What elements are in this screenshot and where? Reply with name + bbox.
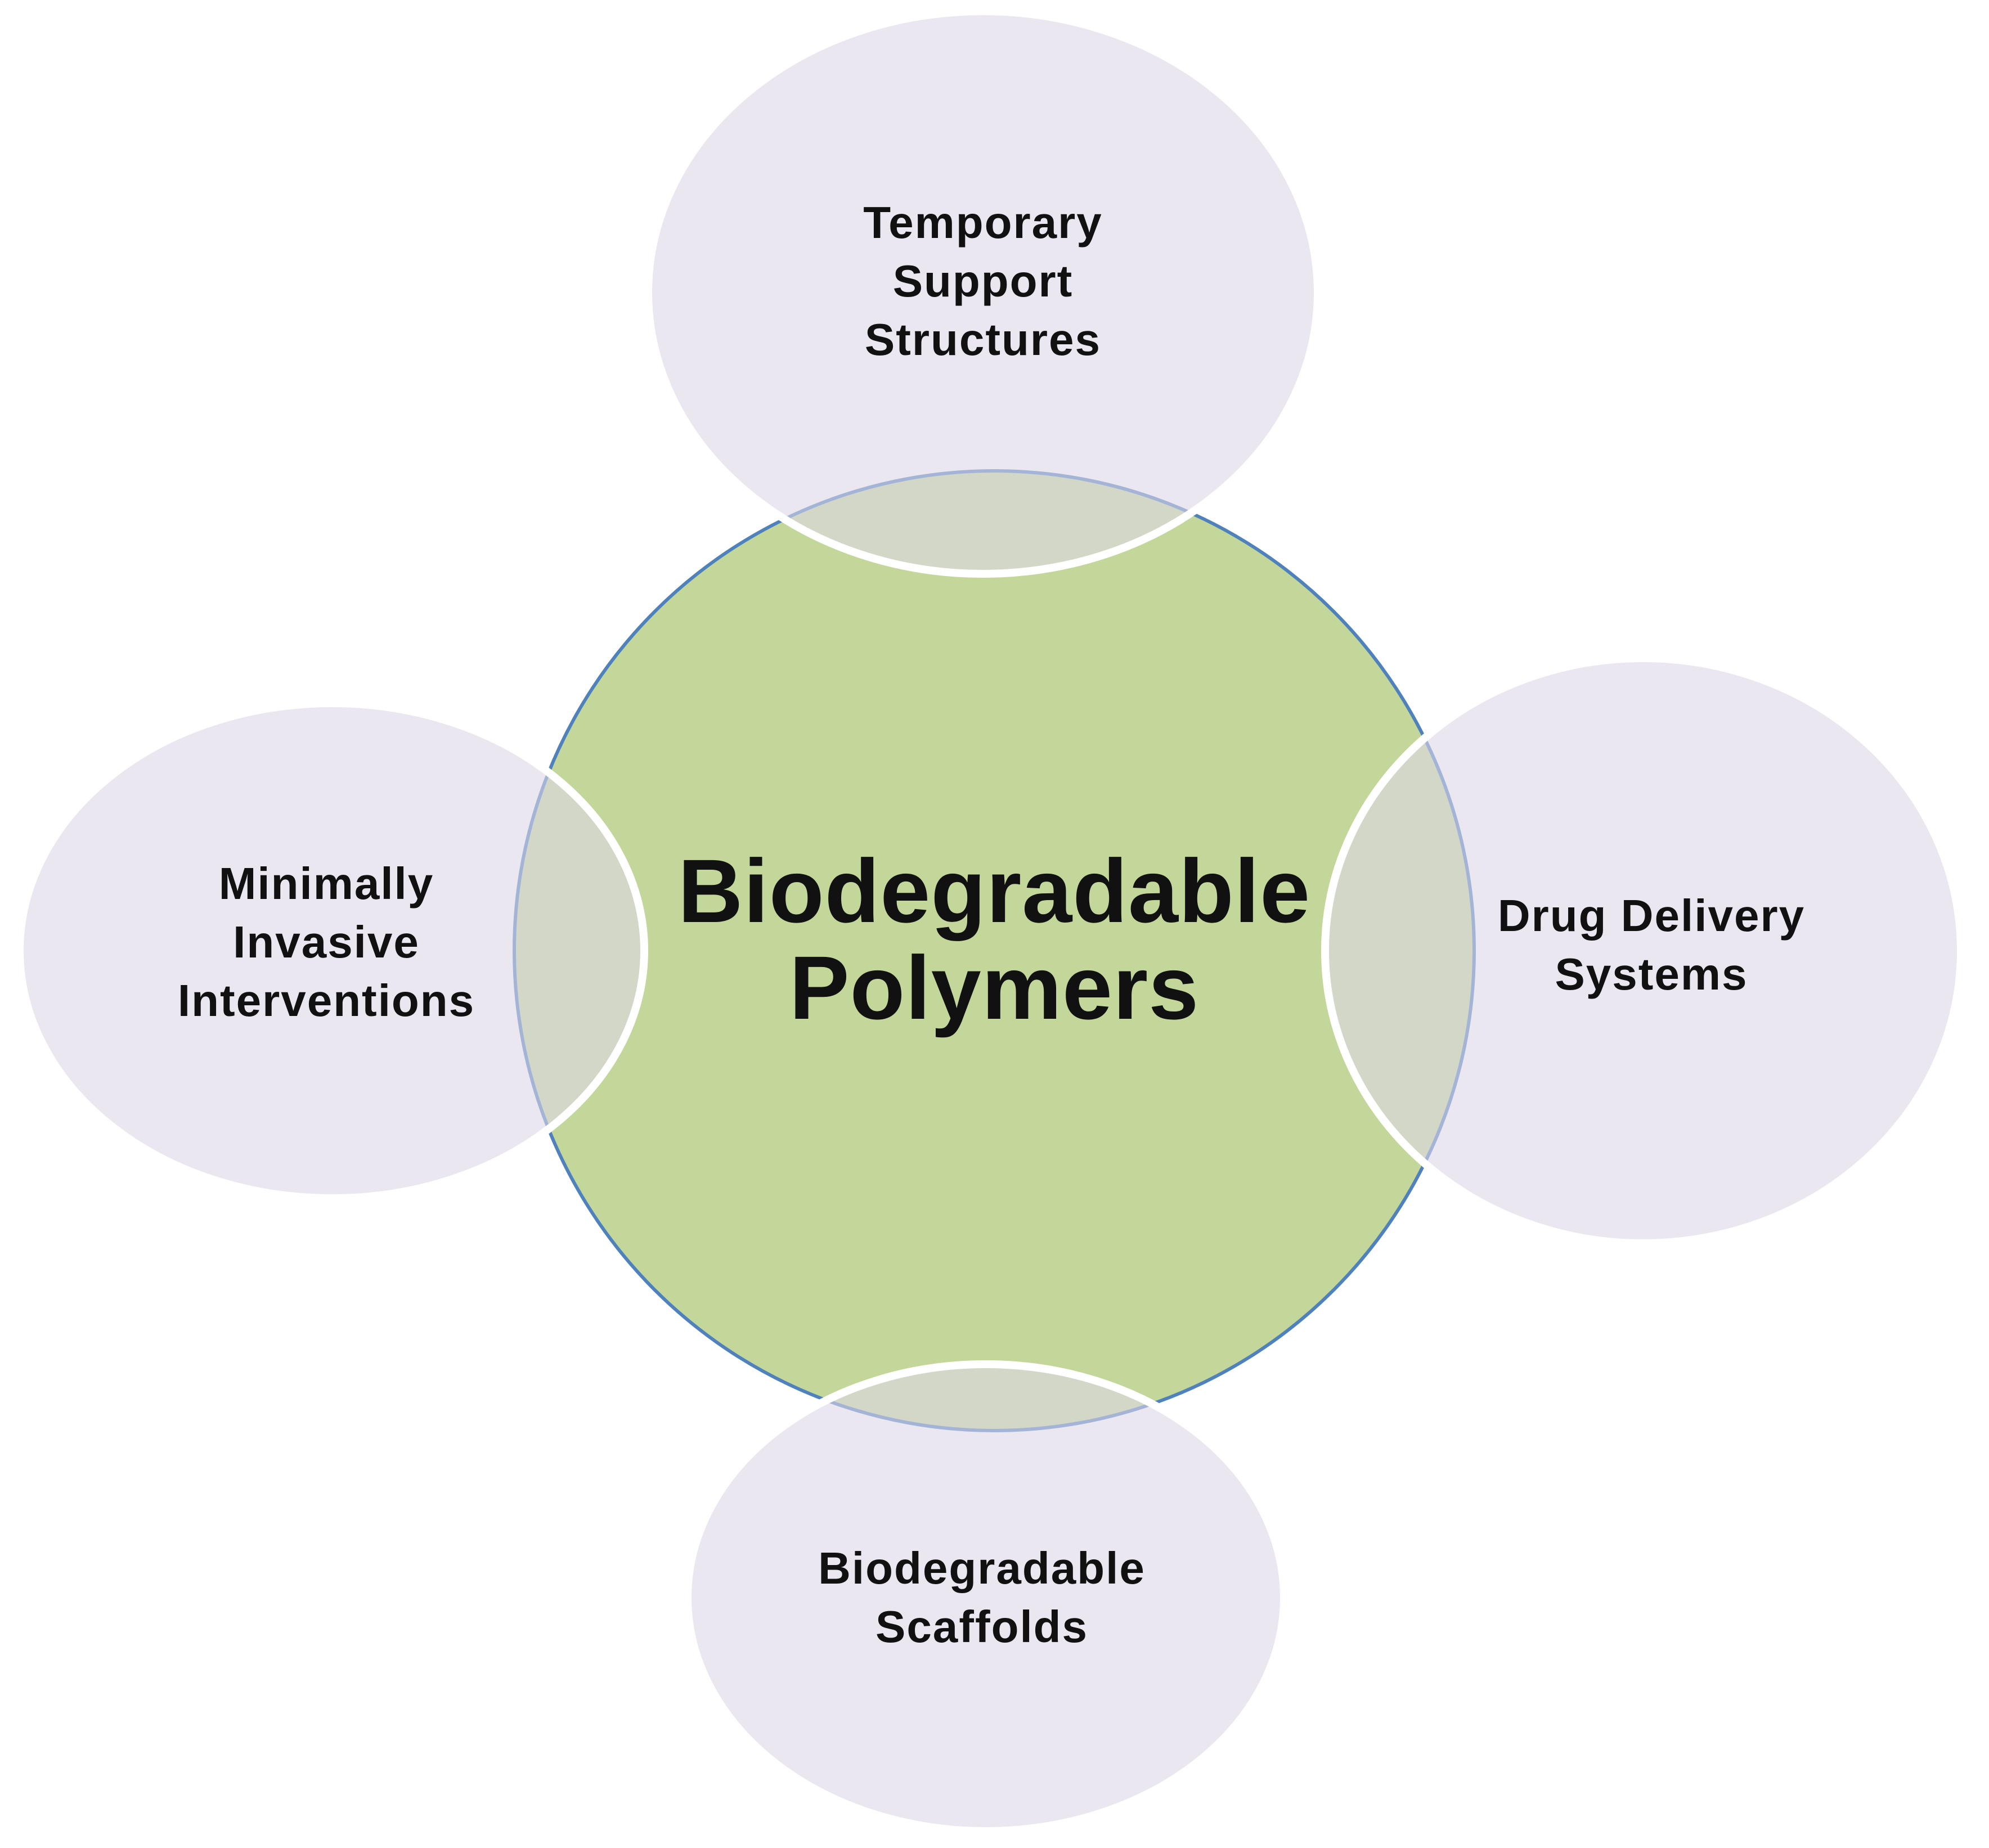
satellite-circle-top (644, 7, 1322, 578)
satellite-label-left: Minimally Invasive Interventions (177, 858, 475, 1026)
satellite-label-right: Drug Delivery Systems (1497, 891, 1806, 999)
satellite-label-bottom: Biodegradable Scaffolds (818, 1543, 1146, 1652)
satellite-circle-right (1321, 654, 1965, 1247)
satellite-label-top: Temporary Support Structures (863, 197, 1103, 365)
satellite-circle-bottom (684, 1360, 1288, 1835)
center-title: Biodegradable Polymers (677, 840, 1311, 1038)
satellite-circle-left (16, 699, 648, 1202)
